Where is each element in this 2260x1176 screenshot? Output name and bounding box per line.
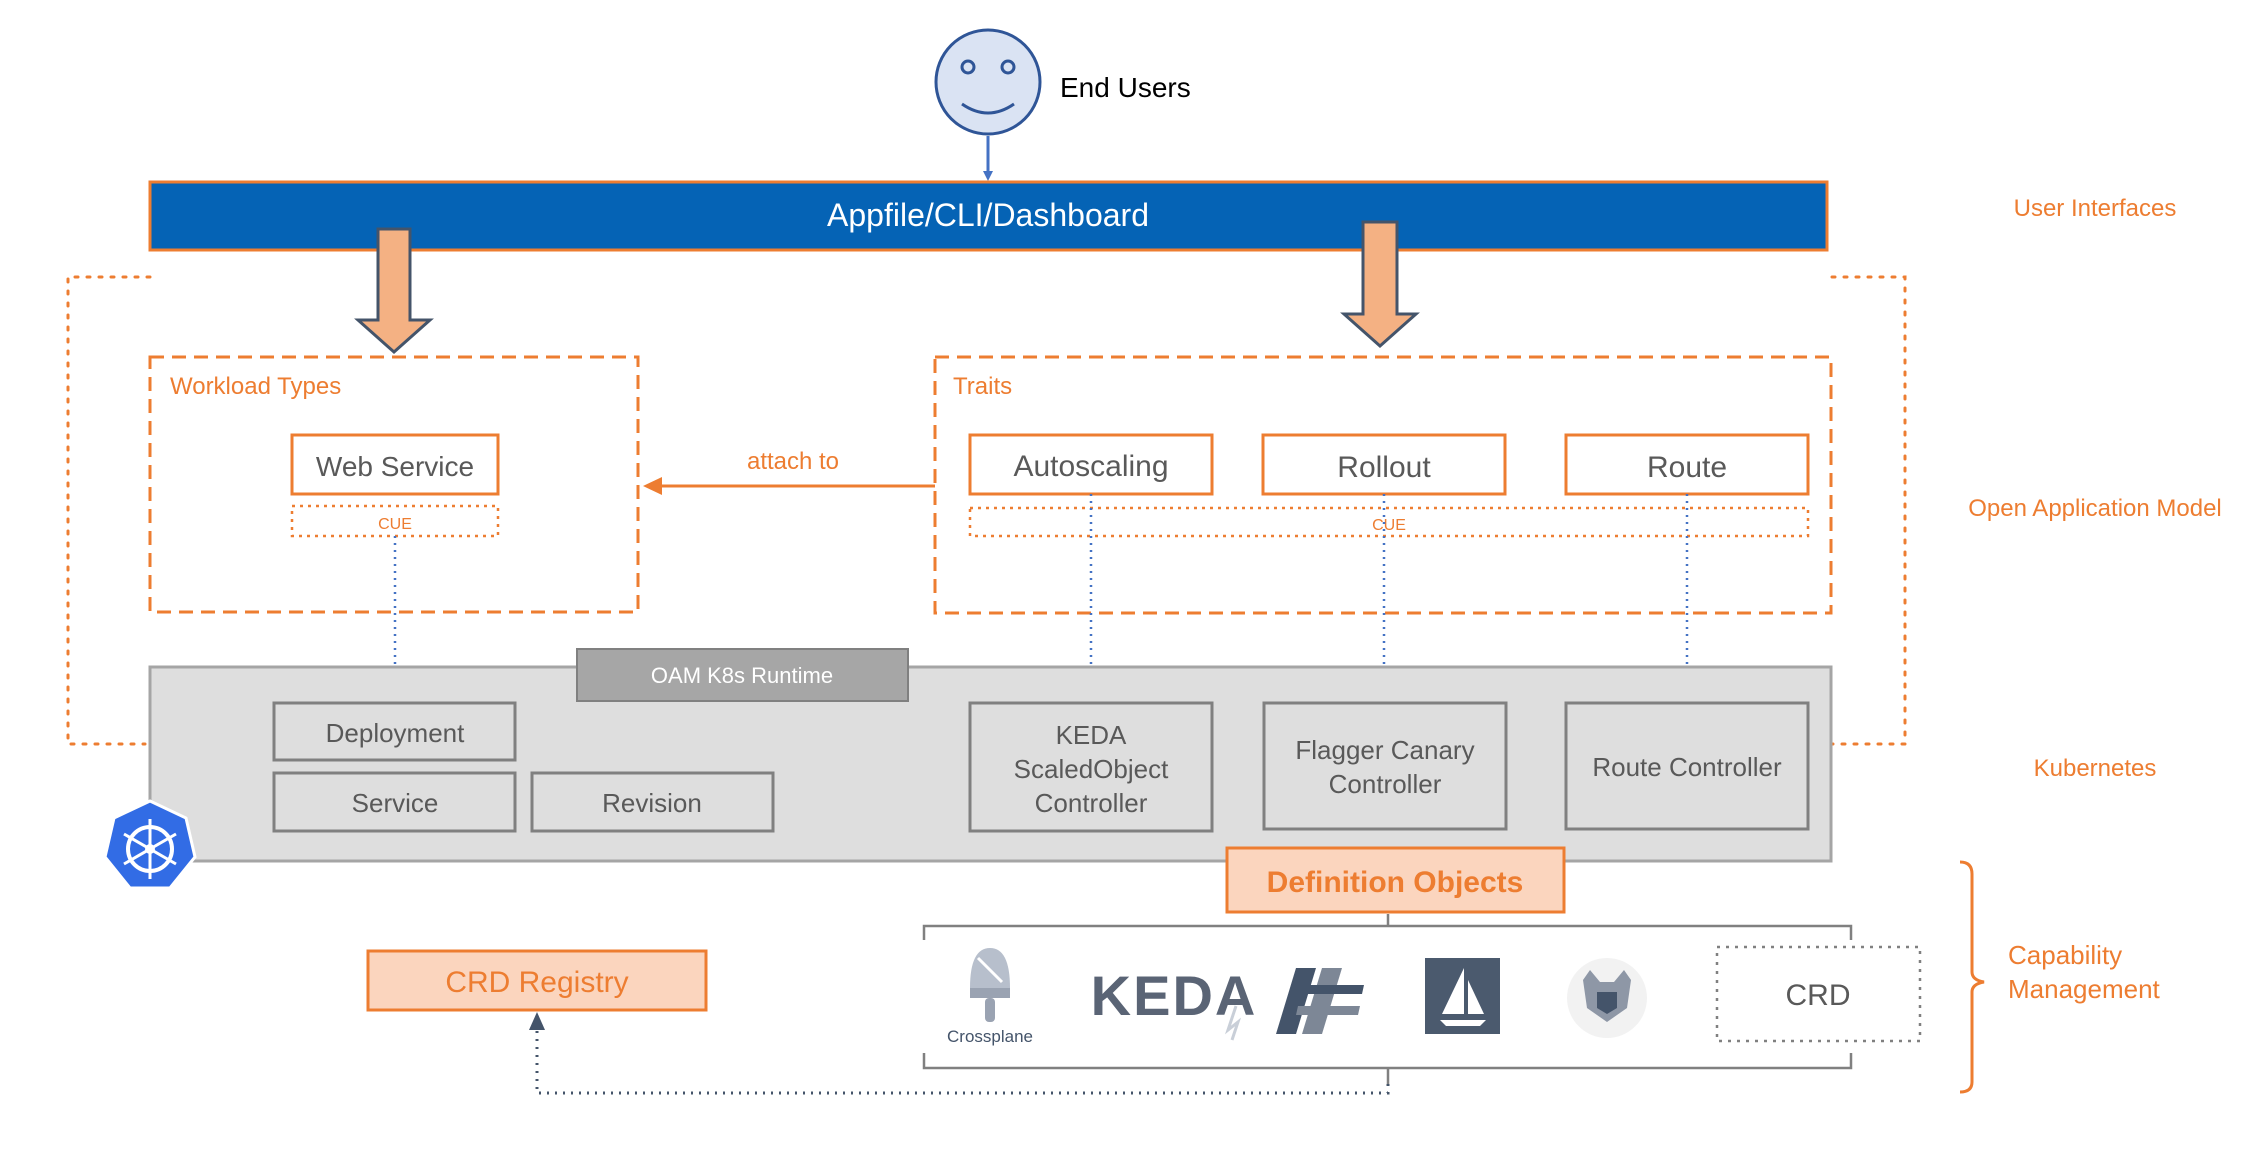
keda-controller-box (968, 701, 1214, 833)
trait-rollout-label: Rollout (1337, 451, 1431, 484)
opa-logo-icon (1567, 958, 1647, 1038)
crd-registry-label: CRD Registry (445, 966, 628, 999)
workload-types-title: Workload Types (170, 373, 341, 400)
service-box (272, 771, 517, 833)
flagger-logo-icon (1276, 968, 1364, 1034)
crd-placeholder-label: CRD (1786, 979, 1851, 1012)
oam-layer-frame (66, 275, 1907, 746)
istio-logo-icon (1425, 958, 1500, 1034)
oam-runtime-tab (576, 648, 909, 702)
service-label: Service (352, 788, 439, 818)
traits-cue-box (968, 506, 1810, 538)
keda-controller-line-3: Controller (1035, 788, 1148, 818)
logos-bottom-bracket (922, 1053, 1853, 1084)
traits-cue-label: CUE (1372, 517, 1406, 534)
deployment-label: Deployment (326, 718, 466, 748)
smiley-mouth (961, 102, 1015, 115)
crd-registry-box (366, 949, 708, 1012)
flagger-controller-line-2: Controller (1329, 769, 1442, 799)
traits-box (933, 355, 1833, 615)
smiley-face-icon (934, 28, 1042, 136)
k8s-runtime-panel (148, 665, 1833, 863)
down-arrow-workload-icon (354, 227, 434, 355)
attach-to-label: attach to (747, 448, 839, 475)
end-users-label: End Users (1060, 72, 1191, 103)
crd-placeholder-box (1715, 945, 1922, 1043)
capability-bracket (1959, 860, 1985, 1094)
definition-objects-box (1225, 846, 1566, 914)
workload-types-box (148, 355, 640, 614)
route-controller-box (1564, 701, 1810, 831)
deployment-box (272, 701, 517, 762)
layer-label-oam: Open Application Model (1968, 495, 2222, 522)
trait-autoscaling-box (968, 433, 1214, 496)
crossplane-logo-label: Crossplane (947, 1027, 1033, 1046)
interface-bar (148, 180, 1829, 252)
workload-cue-label: CUE (378, 516, 412, 533)
keda-controller-line-1: KEDA (1056, 720, 1127, 750)
crossplane-logo-icon (970, 948, 1010, 1022)
web-service-box (290, 433, 500, 496)
keda-lightning-icon (1224, 1005, 1242, 1041)
layer-label-capability-line-2: Management (2008, 974, 2161, 1004)
logos-top-bracket (922, 914, 1853, 940)
down-arrow-traits-icon (1340, 220, 1420, 349)
end-users-group: End Users (934, 28, 1191, 181)
revision-label: Revision (602, 788, 702, 818)
interface-bar-label: Appfile/CLI/Dashboard (827, 197, 1149, 233)
traits-title: Traits (953, 373, 1012, 400)
kubernetes-logo-icon (103, 799, 197, 890)
route-controller-label: Route Controller (1592, 752, 1782, 782)
trait-route-label: Route (1647, 451, 1727, 484)
layer-label-kubernetes: Kubernetes (2034, 755, 2157, 782)
trait-route-box (1564, 433, 1810, 496)
web-service-label: Web Service (316, 451, 474, 482)
definitions-to-registry-arrow-head (529, 1012, 545, 1030)
keda-logo-wordmark: KEDA (1091, 964, 1258, 1027)
layer-label-capability-line-1: Capability (2008, 940, 2122, 970)
definition-objects-label: Definition Objects (1267, 866, 1524, 899)
trait-autoscaling-label: Autoscaling (1013, 450, 1168, 483)
smiley-left-eye (960, 59, 976, 75)
flagger-controller-box (1262, 701, 1508, 831)
layer-label-user-interfaces: User Interfaces (2014, 195, 2177, 222)
attach-to-arrow-head (643, 477, 662, 495)
revision-box (530, 771, 775, 833)
flagger-controller-line-1: Flagger Canary (1295, 735, 1474, 765)
keda-controller-line-2: ScaledObject (1014, 754, 1169, 784)
oam-runtime-label: OAM K8s Runtime (651, 663, 833, 688)
smiley-right-eye (1000, 59, 1016, 75)
